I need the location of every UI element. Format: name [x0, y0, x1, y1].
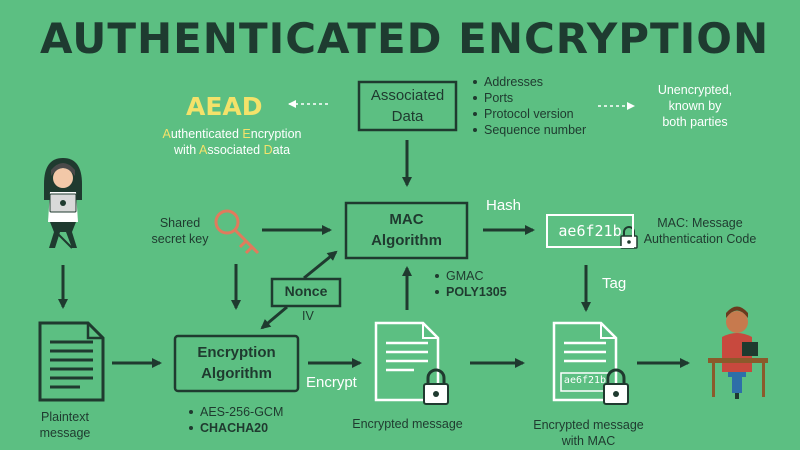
receiver-person-icon: [708, 306, 768, 399]
hash-label: Hash: [486, 197, 522, 214]
arrow-nonce-to-mac: [303, 250, 338, 280]
mac-stamp: ae6f21b: [563, 375, 607, 386]
list-item: AES-256-GCM: [188, 405, 284, 419]
list-item: CHACHA20: [188, 420, 283, 436]
mac-algorithm-options: GMAC POLY1305: [432, 268, 507, 300]
aead-expansion: Authenticated Encryption with Associated…: [162, 127, 302, 157]
list-item: GMAC: [435, 268, 507, 284]
key-icon: [214, 209, 260, 255]
mac-value: ae6f21b: [546, 214, 634, 248]
encryption-algorithm-box: [173, 334, 300, 393]
encrypted-message-label: Encrypted message: [352, 417, 463, 431]
encrypt-label: Encrypt: [306, 374, 357, 391]
mac-algorithm-box: [344, 201, 469, 260]
lock-icon: [423, 368, 449, 405]
sender-person-icon: [44, 158, 82, 249]
arrow-nonce-to-encryption: [260, 305, 288, 330]
aead-acronym: AEAD: [186, 92, 263, 121]
lock-icon: [603, 368, 629, 405]
nonce-label: Nonce: [284, 283, 328, 299]
encryption-algorithm-options: AES-256-GCM CHACHA20: [186, 404, 283, 436]
list-item: Ports: [472, 90, 586, 106]
associated-data-list: Addresses Ports Protocol version Sequenc…: [470, 74, 586, 138]
iv-label: IV: [302, 309, 314, 323]
list-item: Protocol version: [472, 106, 586, 122]
list-item: POLY1305: [435, 285, 507, 299]
page-title: AUTHENTICATED ENCRYPTION: [40, 14, 770, 63]
list-item: Addresses: [472, 74, 586, 90]
associated-data-box: [357, 80, 458, 132]
list-item: Sequence number: [472, 123, 587, 137]
plaintext-document-icon: [38, 321, 105, 402]
nonce-box: [270, 277, 342, 308]
tag-label: Tag: [602, 275, 627, 292]
